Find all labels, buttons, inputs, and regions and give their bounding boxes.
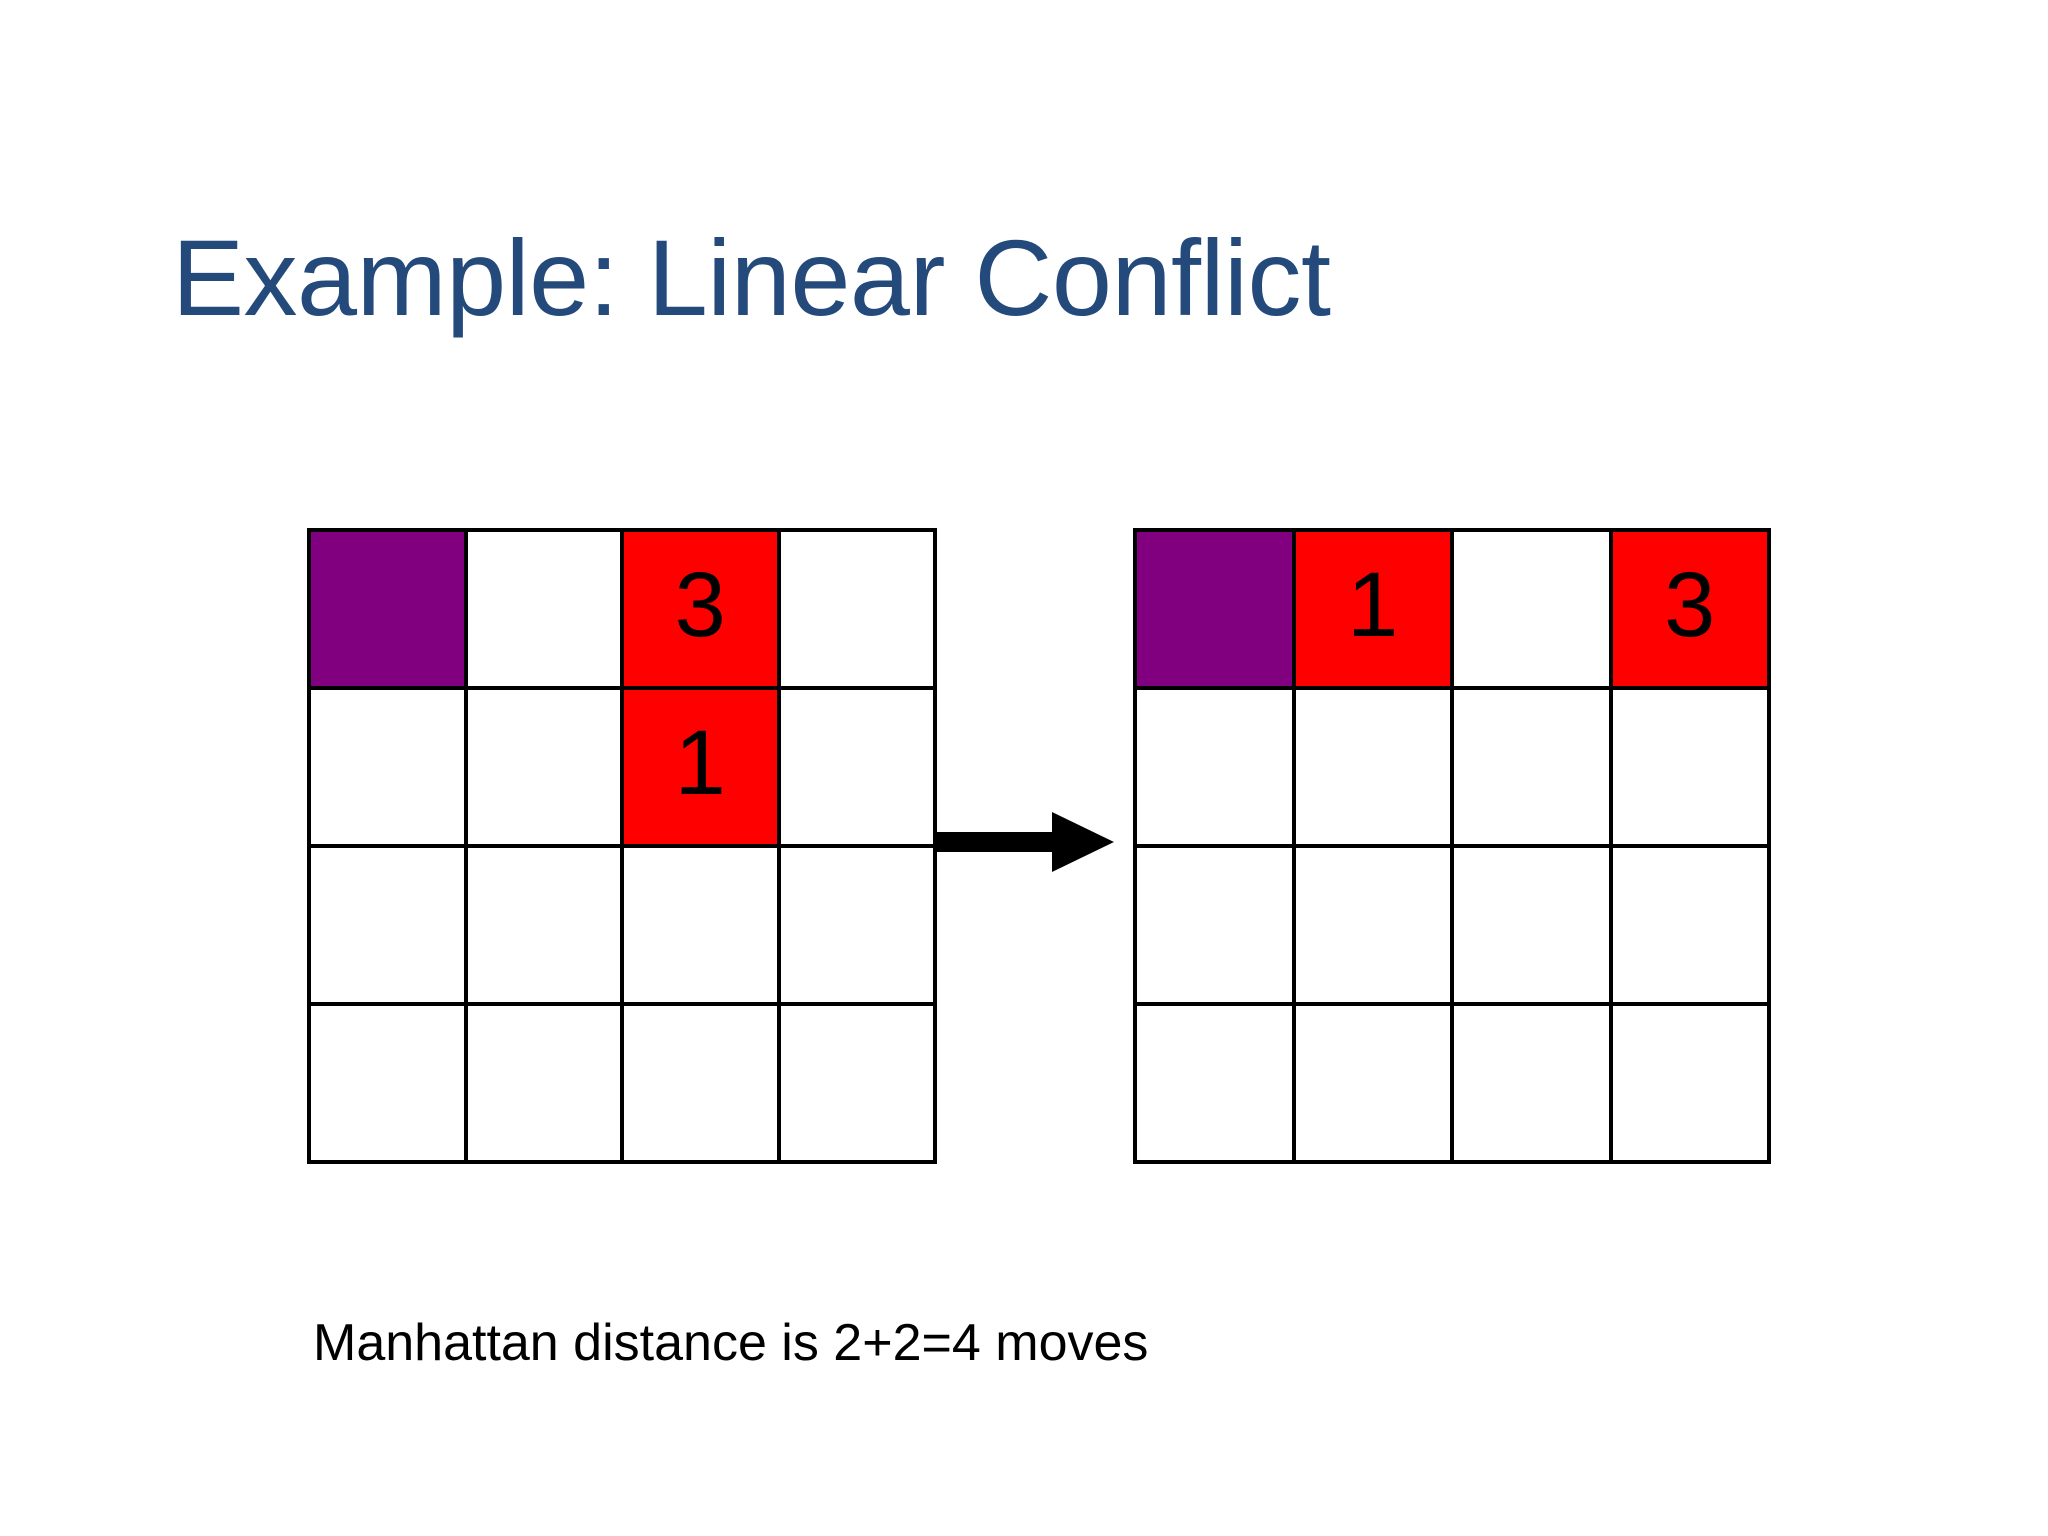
puzzle-tile[interactable] xyxy=(1454,690,1613,848)
puzzle-tile[interactable]: 1 xyxy=(1295,532,1454,690)
puzzle-tile[interactable]: 3 xyxy=(1612,532,1771,690)
right-arrow-icon xyxy=(934,806,1114,878)
puzzle-tile[interactable] xyxy=(467,848,624,1006)
puzzle-tile-label: 3 xyxy=(1664,554,1716,656)
puzzle-tile[interactable] xyxy=(1454,848,1613,1006)
puzzle-tile[interactable] xyxy=(1137,1006,1296,1164)
puzzle-tile[interactable] xyxy=(780,532,937,690)
puzzle-tile[interactable] xyxy=(1454,532,1613,690)
puzzle-tile[interactable] xyxy=(780,690,937,848)
puzzle-tile[interactable] xyxy=(1612,690,1771,848)
puzzle-tile[interactable] xyxy=(1137,690,1296,848)
puzzle-tile[interactable] xyxy=(467,1006,624,1164)
puzzle-tile[interactable]: 1 xyxy=(624,690,781,848)
puzzle-tile[interactable] xyxy=(311,1006,468,1164)
puzzle-tile[interactable] xyxy=(467,532,624,690)
puzzle-tile[interactable] xyxy=(1137,848,1296,1006)
right-arrow-shape xyxy=(934,812,1114,872)
puzzle-tile[interactable] xyxy=(624,848,781,1006)
puzzle-tile[interactable]: 3 xyxy=(624,532,781,690)
puzzle-tile-label: 3 xyxy=(674,554,726,656)
puzzle-tile[interactable] xyxy=(1454,1006,1613,1164)
puzzle-tile[interactable] xyxy=(1612,848,1771,1006)
puzzle-tile[interactable] xyxy=(1137,532,1296,690)
puzzle-tile[interactable] xyxy=(1295,848,1454,1006)
caption-text: Manhattan distance is 2+2=4 moves xyxy=(313,1314,1149,1372)
puzzle-tile-label: 1 xyxy=(674,712,726,814)
puzzle-tile[interactable] xyxy=(1295,1006,1454,1164)
puzzle-tile[interactable] xyxy=(1612,1006,1771,1164)
puzzle-tile-label: 1 xyxy=(1347,554,1399,656)
puzzle-tile[interactable] xyxy=(1295,690,1454,848)
page-title: Example: Linear Conflict xyxy=(172,217,1331,339)
puzzle-tile[interactable] xyxy=(467,690,624,848)
puzzle-tile[interactable] xyxy=(624,1006,781,1164)
puzzle-tile[interactable] xyxy=(780,848,937,1006)
puzzle-tile[interactable] xyxy=(780,1006,937,1164)
puzzle-tile[interactable] xyxy=(311,848,468,1006)
puzzle-tile[interactable] xyxy=(311,690,468,848)
puzzle-tile[interactable] xyxy=(311,532,468,690)
